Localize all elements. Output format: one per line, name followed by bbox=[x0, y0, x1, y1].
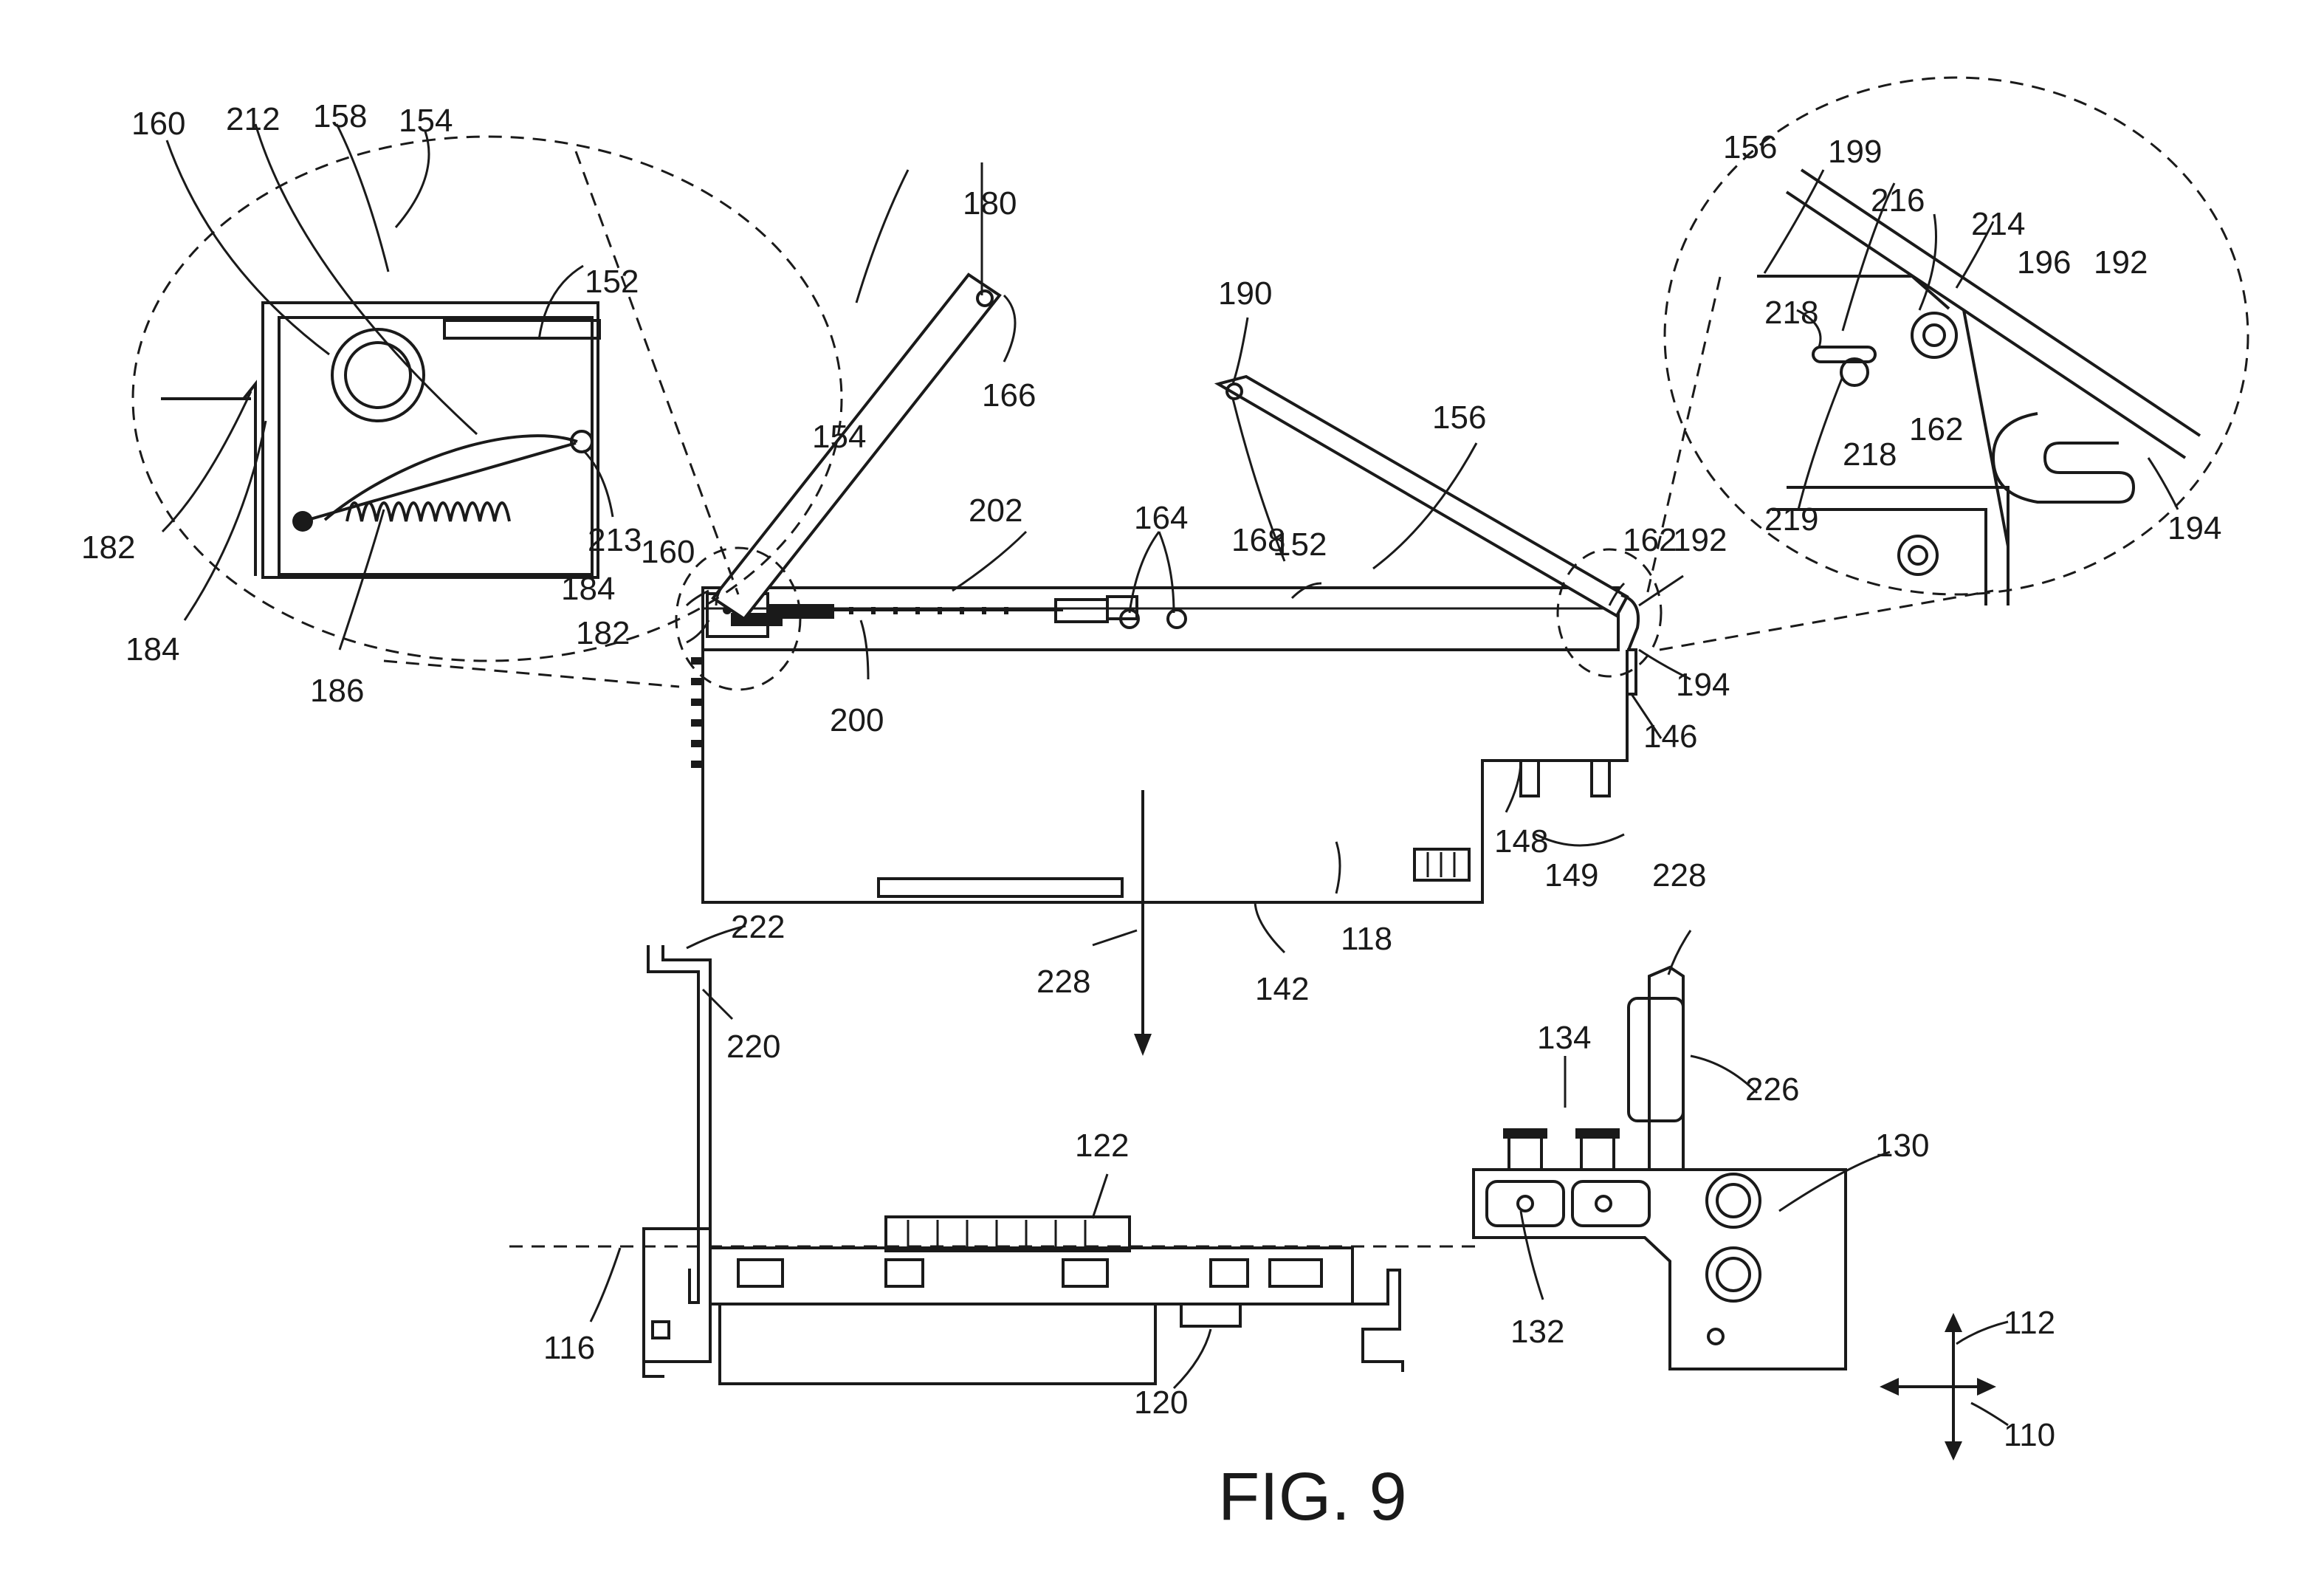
label-190: 190 bbox=[1218, 275, 1272, 312]
label-110: 110 bbox=[2004, 1417, 2055, 1453]
label-222: 222 bbox=[731, 909, 785, 945]
leader-lines bbox=[161, 123, 2179, 1427]
lever-left bbox=[711, 272, 1002, 621]
label-160: 160 bbox=[131, 106, 185, 142]
label-130: 130 bbox=[1875, 1128, 1929, 1164]
lever-right bbox=[1214, 374, 1640, 651]
label-228: 228 bbox=[1036, 964, 1090, 1000]
label-200: 200 bbox=[830, 702, 884, 738]
label-134: 134 bbox=[1537, 1020, 1591, 1056]
label-214: 214 bbox=[1971, 206, 2025, 242]
detail-left bbox=[131, 135, 843, 691]
axis-indicator bbox=[1880, 1313, 1996, 1461]
label-156: 156 bbox=[1723, 129, 1777, 165]
figure-caption: FIG. 9 bbox=[1218, 1459, 1407, 1534]
label-142: 142 bbox=[1255, 971, 1309, 1007]
label-132: 132 bbox=[1510, 1314, 1564, 1350]
label-148: 148 bbox=[1494, 823, 1548, 860]
label-182: 182 bbox=[81, 529, 135, 566]
label-149: 149 bbox=[1544, 857, 1598, 893]
bracket-left bbox=[642, 945, 712, 1378]
insertion-arrow bbox=[1134, 790, 1152, 1056]
label-218: 218 bbox=[1843, 436, 1897, 473]
card-housing bbox=[691, 586, 1637, 904]
label-184: 184 bbox=[126, 631, 179, 668]
label-156: 156 bbox=[1432, 399, 1486, 436]
label-112: 112 bbox=[2004, 1305, 2055, 1341]
label-116: 116 bbox=[543, 1330, 595, 1366]
label-154: 154 bbox=[399, 103, 453, 139]
label-194: 194 bbox=[2167, 510, 2221, 546]
label-180: 180 bbox=[963, 185, 1017, 222]
label-162: 162 bbox=[1623, 522, 1677, 558]
label-152: 152 bbox=[585, 264, 639, 300]
label-220: 220 bbox=[726, 1029, 780, 1065]
board bbox=[709, 1215, 1404, 1385]
label-228: 228 bbox=[1652, 857, 1706, 893]
label-192: 192 bbox=[1673, 522, 1727, 558]
label-213: 213 bbox=[588, 522, 642, 558]
label-164: 164 bbox=[1134, 500, 1188, 536]
label-166: 166 bbox=[982, 377, 1036, 414]
label-160: 160 bbox=[641, 534, 695, 570]
label-199: 199 bbox=[1828, 134, 1882, 170]
reference-labels: 160 212 158 154 152 182 184 186 213 180 … bbox=[81, 98, 2221, 1453]
detail-right bbox=[1556, 76, 2249, 678]
label-192: 192 bbox=[2094, 244, 2148, 281]
label-216: 216 bbox=[1871, 182, 1925, 219]
label-122: 122 bbox=[1075, 1128, 1129, 1164]
label-218: 218 bbox=[1764, 295, 1818, 331]
label-212: 212 bbox=[226, 101, 280, 137]
label-182: 182 bbox=[576, 615, 630, 651]
label-226: 226 bbox=[1745, 1071, 1799, 1108]
label-194: 194 bbox=[1676, 667, 1730, 703]
right-assembly bbox=[1472, 965, 1847, 1370]
label-196: 196 bbox=[2017, 244, 2071, 281]
label-120: 120 bbox=[1134, 1385, 1188, 1421]
label-184: 184 bbox=[561, 571, 615, 607]
label-154: 154 bbox=[812, 419, 866, 455]
label-186: 186 bbox=[310, 673, 364, 709]
label-118: 118 bbox=[1341, 921, 1392, 957]
label-219: 219 bbox=[1764, 501, 1818, 538]
label-168: 168 bbox=[1231, 522, 1285, 558]
label-146: 146 bbox=[1643, 718, 1697, 755]
label-162: 162 bbox=[1909, 411, 1963, 447]
label-202: 202 bbox=[969, 493, 1022, 529]
label-152: 152 bbox=[1273, 526, 1327, 563]
label-158: 158 bbox=[313, 98, 367, 134]
